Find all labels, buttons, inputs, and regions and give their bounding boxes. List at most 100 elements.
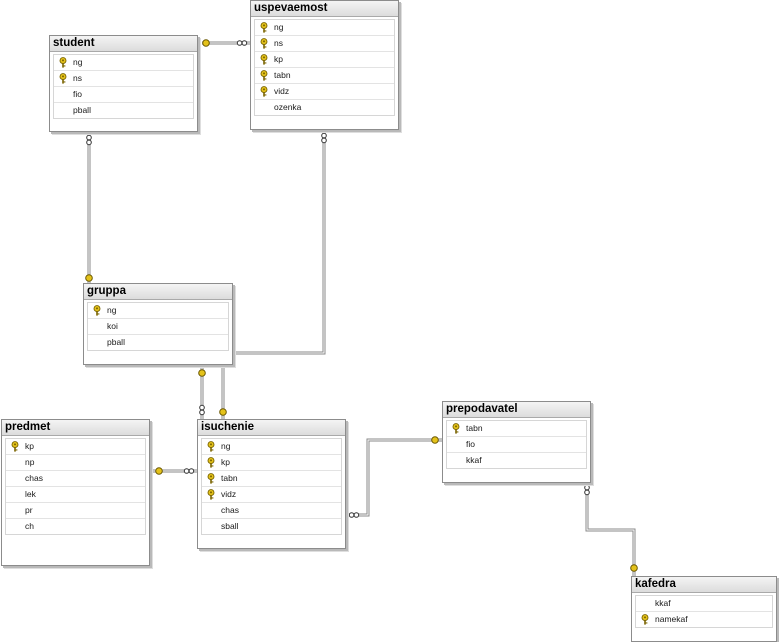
one-end-key-icon (219, 408, 227, 416)
column-name: kp (221, 457, 230, 467)
column-row[interactable]: ns (255, 36, 394, 52)
many-end-infinity-icon (584, 484, 590, 496)
column-row[interactable]: tabn (202, 471, 341, 487)
column-name: kkaf (466, 455, 482, 465)
table-title[interactable]: gruppa (84, 284, 232, 300)
column-name: fio (73, 89, 82, 99)
column-list: kp np chas lek pr ch (5, 438, 146, 535)
column-row[interactable]: ng (54, 55, 193, 71)
column-row[interactable]: pball (88, 335, 228, 350)
many-end-infinity-icon (348, 512, 360, 518)
relationship-prepodavatel-isuchenie[interactable] (346, 438, 442, 517)
primary-key-icon (259, 70, 269, 81)
table-title[interactable]: uspevaemost (251, 1, 398, 17)
table-student[interactable]: student ng ns fio pball (49, 35, 198, 132)
primary-key-icon (206, 473, 216, 484)
column-row[interactable]: vidz (202, 487, 341, 503)
column-list: ng ns kp tabn vidz ozenka (254, 19, 395, 116)
primary-key-icon (206, 489, 216, 500)
column-name: pball (73, 105, 91, 115)
primary-key-icon (259, 54, 269, 65)
column-name: ng (73, 57, 83, 67)
column-row[interactable]: kkaf (636, 596, 772, 612)
table-uspevaemost[interactable]: uspevaemost ng ns kp tabn vidz ozenka (250, 0, 399, 130)
column-name: np (25, 457, 35, 467)
column-name: chas (25, 473, 43, 483)
column-row[interactable]: np (6, 455, 145, 471)
column-row[interactable]: lek (6, 487, 145, 503)
table-title[interactable]: predmet (2, 420, 149, 436)
table-gruppa[interactable]: gruppa ng koi pball (83, 283, 233, 365)
many-end-infinity-icon (183, 468, 195, 474)
column-name: pball (107, 337, 125, 347)
column-name: vidz (221, 489, 237, 499)
column-name: chas (221, 505, 239, 515)
column-row[interactable]: ng (255, 20, 394, 36)
relationship-prepodavatel-isuchenie-highlight (346, 439, 442, 516)
primary-key-icon (58, 73, 68, 84)
column-row[interactable]: ozenka (255, 100, 394, 115)
table-title[interactable]: prepodavatel (443, 402, 590, 418)
column-row[interactable]: pball (54, 103, 193, 118)
column-row[interactable]: sball (202, 519, 341, 534)
relationship-uspevaemost-isuchenie-highlight (222, 132, 325, 419)
relationship-uspevaemost-isuchenie[interactable] (221, 132, 326, 419)
column-row[interactable]: ng (88, 303, 228, 319)
column-row[interactable]: ch (6, 519, 145, 534)
relationship-kafedra-prepodavatel-highlight (586, 483, 635, 576)
column-row[interactable]: fio (54, 87, 193, 103)
column-list: ng koi pball (87, 302, 229, 351)
primary-key-icon (640, 614, 650, 625)
column-name: sball (221, 521, 239, 531)
table-title[interactable]: kafedra (632, 577, 776, 593)
primary-key-icon (92, 305, 102, 316)
table-title[interactable]: isuchenie (198, 420, 345, 436)
primary-key-icon (10, 441, 20, 452)
column-row[interactable]: koi (88, 319, 228, 335)
column-row[interactable]: kkaf (447, 453, 586, 468)
table-predmet[interactable]: predmet kp np chas lek pr ch (1, 419, 150, 566)
column-row[interactable]: kp (255, 52, 394, 68)
column-name: tabn (274, 70, 291, 80)
column-name: fio (466, 439, 475, 449)
column-row[interactable]: fio (447, 437, 586, 453)
column-name: pr (25, 505, 33, 515)
table-prepodavatel[interactable]: prepodavatel tabn fio kkaf (442, 401, 591, 483)
primary-key-icon (259, 86, 269, 97)
primary-key-icon (206, 457, 216, 468)
table-title[interactable]: student (50, 36, 197, 52)
column-row[interactable]: chas (6, 471, 145, 487)
column-row[interactable]: vidz (255, 84, 394, 100)
one-end-key-icon (202, 39, 210, 47)
column-name: ns (274, 38, 283, 48)
column-row[interactable]: pr (6, 503, 145, 519)
column-row[interactable]: kp (6, 439, 145, 455)
column-name: tabn (221, 473, 238, 483)
column-row[interactable]: namekaf (636, 612, 772, 627)
table-isuchenie[interactable]: isuchenie ng kp tabn vidz chas sball (197, 419, 346, 549)
many-end-infinity-icon (199, 404, 205, 416)
column-row[interactable]: chas (202, 503, 341, 519)
column-name: ns (73, 73, 82, 83)
primary-key-icon (58, 57, 68, 68)
column-name: kp (25, 441, 34, 451)
column-name: koi (107, 321, 118, 331)
column-name: lek (25, 489, 36, 499)
column-row[interactable]: tabn (255, 68, 394, 84)
column-name: ng (221, 441, 231, 451)
primary-key-icon (259, 22, 269, 33)
column-name: kp (274, 54, 283, 64)
column-row[interactable]: ng (202, 439, 341, 455)
column-name: ozenka (274, 102, 302, 112)
column-row[interactable]: kp (202, 455, 341, 471)
column-list: ng kp tabn vidz chas sball (201, 438, 342, 535)
column-row[interactable]: ns (54, 71, 193, 87)
column-row[interactable]: tabn (447, 421, 586, 437)
one-end-key-icon (630, 564, 638, 572)
column-list: ng ns fio pball (53, 54, 194, 119)
primary-key-icon (259, 38, 269, 49)
column-name: tabn (466, 423, 483, 433)
